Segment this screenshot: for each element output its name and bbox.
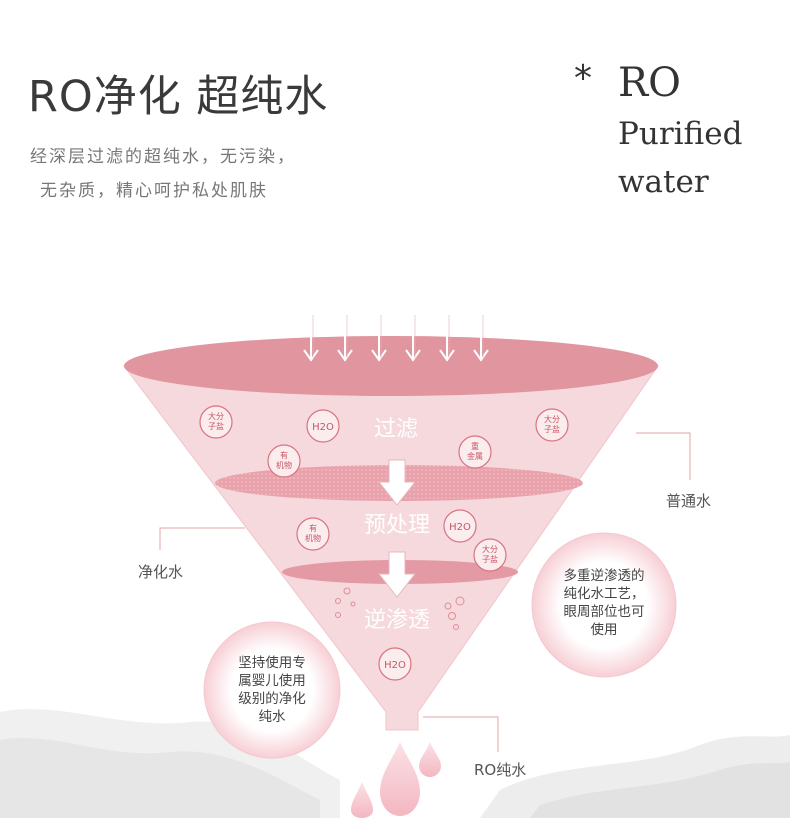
drop-icon-right	[419, 742, 441, 777]
page-title: RO净化 超纯水	[28, 72, 329, 122]
left-bubble-line: 级别的净化	[238, 691, 306, 707]
right-bubble-line: 使用	[590, 622, 618, 638]
svg-text:金属: 金属	[467, 451, 483, 461]
svg-text:有: 有	[280, 450, 288, 460]
particle-salt-3: 大分 子盐	[473, 538, 507, 572]
particle-salt-1: 大分 子盐	[199, 405, 233, 439]
particles: 大分 子盐 H2O 大分 子盐 有 机物 重 金属 有 机物	[199, 405, 569, 681]
stage-filter-label: 过滤	[374, 417, 418, 442]
svg-text:大分: 大分	[208, 411, 224, 421]
inflow-arrows	[303, 315, 489, 362]
stage-ro-label: 逆渗透	[364, 608, 430, 633]
left-bubble-text: 坚持使用专 属婴儿使用 级别的净化 纯水	[218, 654, 326, 726]
drop-icon-left	[351, 782, 373, 818]
svg-text:H2O: H2O	[449, 522, 471, 533]
label-ro-water: RO纯水	[474, 761, 527, 779]
svg-text:H2O: H2O	[384, 660, 406, 671]
label-ordinary-water: 普通水	[666, 492, 712, 510]
asterisk-icon: *	[574, 58, 592, 99]
right-info-bubble	[531, 532, 677, 678]
svg-text:大分: 大分	[482, 544, 498, 554]
svg-text:有: 有	[309, 523, 317, 533]
subtitle: 经深层过滤的超纯水，无污染， 无杂质，精心呵护私处肌肤	[30, 140, 360, 208]
small-bubbles	[335, 587, 465, 630]
down-arrow-2	[377, 551, 417, 598]
left-info-bubble	[203, 621, 341, 759]
particle-heavy-metal: 重 金属	[458, 435, 492, 469]
inflow-arrow-shadows	[312, 315, 484, 358]
label-purified-water: 净化水	[138, 563, 184, 581]
right-bubble-line: 眼周部位也可	[563, 604, 645, 620]
svg-text:子盐: 子盐	[544, 424, 560, 434]
left-bubble-line: 纯水	[258, 709, 286, 725]
drop-icon-large	[380, 742, 420, 816]
particle-organic-1: 有 机物	[267, 444, 301, 478]
subtitle-line-1: 经深层过滤的超纯水，无污染，	[30, 147, 296, 167]
svg-text:大分: 大分	[544, 414, 560, 424]
right-bubble-line: 多重逆渗透的	[563, 568, 645, 584]
right-bubble-text: 多重逆渗透的 纯化水工艺， 眼周部位也可 使用	[544, 567, 664, 639]
subtitle-line-2: 无杂质，精心呵护私处肌肤	[40, 181, 268, 201]
svg-text:子盐: 子盐	[482, 554, 498, 564]
particle-water-3: H2O	[378, 647, 412, 681]
svg-text:子盐: 子盐	[208, 421, 224, 431]
svg-text:重: 重	[471, 441, 479, 451]
particle-water-2: H2O	[443, 509, 477, 543]
particle-salt-2: 大分 子盐	[535, 408, 569, 442]
right-bubble-line: 纯化水工艺，	[563, 586, 645, 602]
english-ro: RO	[618, 60, 681, 106]
water-drops	[351, 742, 441, 818]
svg-text:H2O: H2O	[312, 422, 334, 433]
particle-water-1: H2O	[306, 409, 340, 443]
svg-text:机物: 机物	[305, 533, 321, 543]
particle-organic-2: 有 机物	[296, 517, 330, 551]
callout-lines	[159, 432, 691, 752]
svg-text:机物: 机物	[276, 460, 292, 470]
funnel-top	[124, 336, 658, 396]
left-bubble-line: 属婴儿使用	[238, 673, 306, 689]
english-purified: Purified	[618, 116, 743, 152]
left-bubble-line: 坚持使用专	[238, 655, 306, 671]
down-arrow-1	[377, 459, 417, 506]
english-water: water	[618, 164, 709, 200]
stage-pretreat-label: 预处理	[364, 513, 430, 538]
